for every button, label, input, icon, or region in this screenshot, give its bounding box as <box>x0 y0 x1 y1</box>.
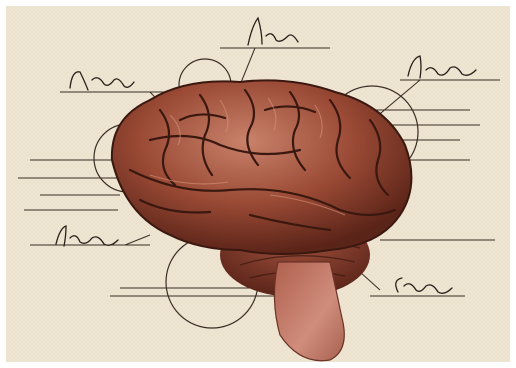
cerebrum <box>112 80 412 254</box>
